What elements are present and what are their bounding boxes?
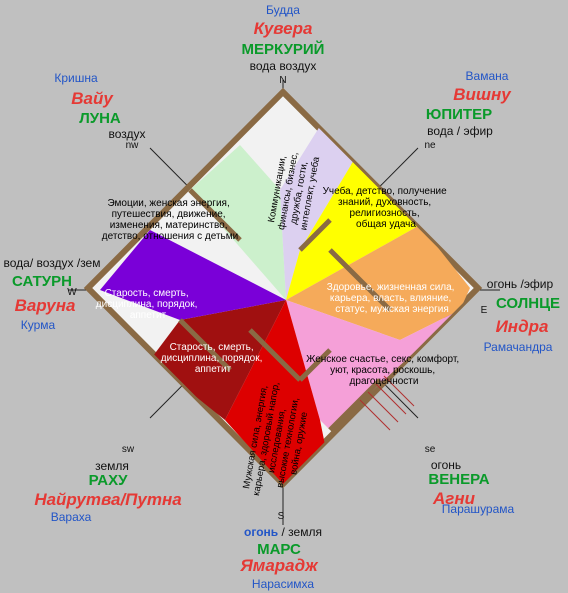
north-deity: Кувера <box>253 19 313 38</box>
northwest-avatar: Кришна <box>54 71 98 85</box>
southwest-planet: РАХУ <box>88 472 128 489</box>
sector-west <box>100 230 286 320</box>
sector-text-se: Женское счастье, секс, комфорт, уют, кра… <box>306 353 462 387</box>
east-avatar: Рамачандра <box>483 340 553 354</box>
southeast-deity: Агни <box>432 489 476 508</box>
southwest-direction: sw <box>121 444 135 455</box>
east-deity: Индра <box>495 317 549 336</box>
southeast-planet: ВЕНЕРА <box>428 471 490 488</box>
south-deity: Ямарадж <box>240 556 318 575</box>
south-planet: МАРС <box>257 541 301 558</box>
southeast-direction: se <box>424 444 436 455</box>
southeast-avatar: Парашурама <box>441 502 515 516</box>
southwest-element: земля <box>95 459 129 473</box>
northeast-deity: Вишну <box>453 85 511 104</box>
north-direction: N <box>279 75 287 86</box>
northwest-planet: ЛУНА <box>79 110 121 127</box>
southwest-deity: Найрутва/Путна <box>34 490 182 509</box>
sector-south <box>225 300 330 484</box>
south-direction: S <box>277 511 285 522</box>
sector-east <box>286 225 470 340</box>
northwest-direction: nw <box>125 140 139 151</box>
northeast-avatar: Вамана <box>465 69 509 83</box>
sector-text-s: Мужская сила, энергия, карьера, здоровый… <box>240 377 315 503</box>
north-element: вода воздух <box>249 59 317 73</box>
west-avatar: Курма <box>20 318 56 332</box>
south-avatar: Нарасимха <box>251 577 315 591</box>
east-element: огонь /эфир <box>486 277 554 291</box>
east-planet: СОЛНЦЕ <box>495 295 561 312</box>
northeast-element: вода / эфир <box>427 124 493 138</box>
sector-text-e: Здоровье, жизненная сила, карьера, власт… <box>327 282 458 315</box>
staircase <box>359 375 415 431</box>
west-deity: Варуна <box>14 296 76 315</box>
sector-northwest <box>190 145 286 300</box>
west-direction: W <box>67 287 77 298</box>
northwest-element: воздух <box>108 127 146 141</box>
west-element: вода/ воздух /зем <box>3 256 101 270</box>
sector-text-w: Старость, смерть, дисциплина, порядок, а… <box>96 288 200 321</box>
west-planet: САТУРН <box>12 273 72 290</box>
sector-text-ne: Учеба, детство, получение знаний, духовн… <box>323 185 450 230</box>
south-element-fire: огонь <box>244 525 279 539</box>
interior-walls <box>178 188 392 432</box>
southeast-element: огонь <box>430 458 462 472</box>
southwest-avatar: Вараха <box>50 510 92 524</box>
sector-text-nw: Эмоции, женская энергия, путешествия, дв… <box>102 198 238 242</box>
sector-text-sw: Старость, смерть, дисциплина, порядок, а… <box>161 342 265 375</box>
south-element-earth: / земля <box>281 525 322 539</box>
north-planet: МЕРКУРИЙ <box>241 41 325 58</box>
south-element: огонь / земля <box>244 526 322 538</box>
sector-north <box>280 110 360 300</box>
sector-southeast <box>286 300 460 430</box>
northeast-direction: ne <box>424 140 436 151</box>
east-direction: E <box>480 305 488 316</box>
northwest-deity: Вайу <box>71 89 113 108</box>
northeast-planet: ЮПИТЕР <box>425 106 493 123</box>
north-avatar: Будда <box>266 3 300 17</box>
